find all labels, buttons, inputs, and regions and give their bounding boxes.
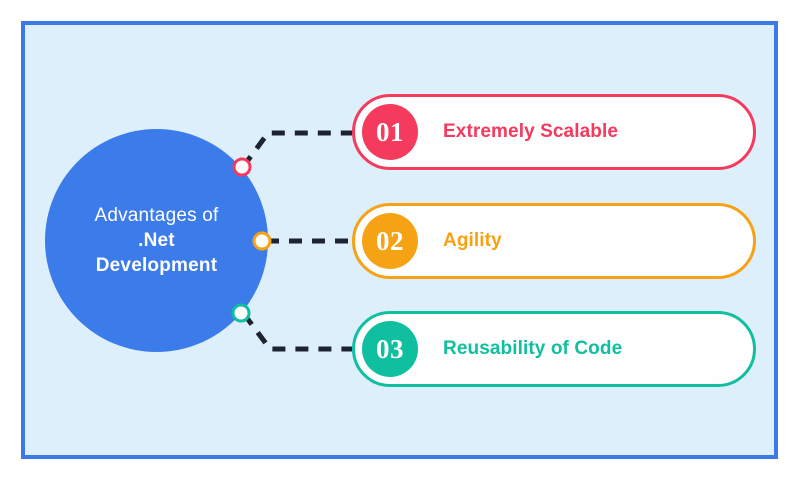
item-label-1: Extremely Scalable bbox=[443, 121, 619, 142]
central-node: Advantages of .Net Development bbox=[45, 129, 268, 352]
item-label-3: Reusability of Code bbox=[443, 338, 623, 359]
central-node-line-1: Advantages of bbox=[94, 205, 219, 226]
item-number-badge-3: 03 bbox=[362, 321, 418, 377]
item-card-2[interactable]: 02 Agility bbox=[352, 203, 756, 279]
central-node-line-2: .Net bbox=[138, 230, 175, 251]
item-label-2: Agility bbox=[443, 230, 502, 251]
item-number-badge-1: 01 bbox=[362, 104, 418, 160]
central-node-line-3: Development bbox=[95, 255, 218, 276]
item-card-1[interactable]: 01 Extremely Scalable bbox=[352, 94, 756, 170]
item-card-3[interactable]: 03 Reusability of Code bbox=[352, 311, 756, 387]
item-number-badge-2: 02 bbox=[362, 213, 418, 269]
